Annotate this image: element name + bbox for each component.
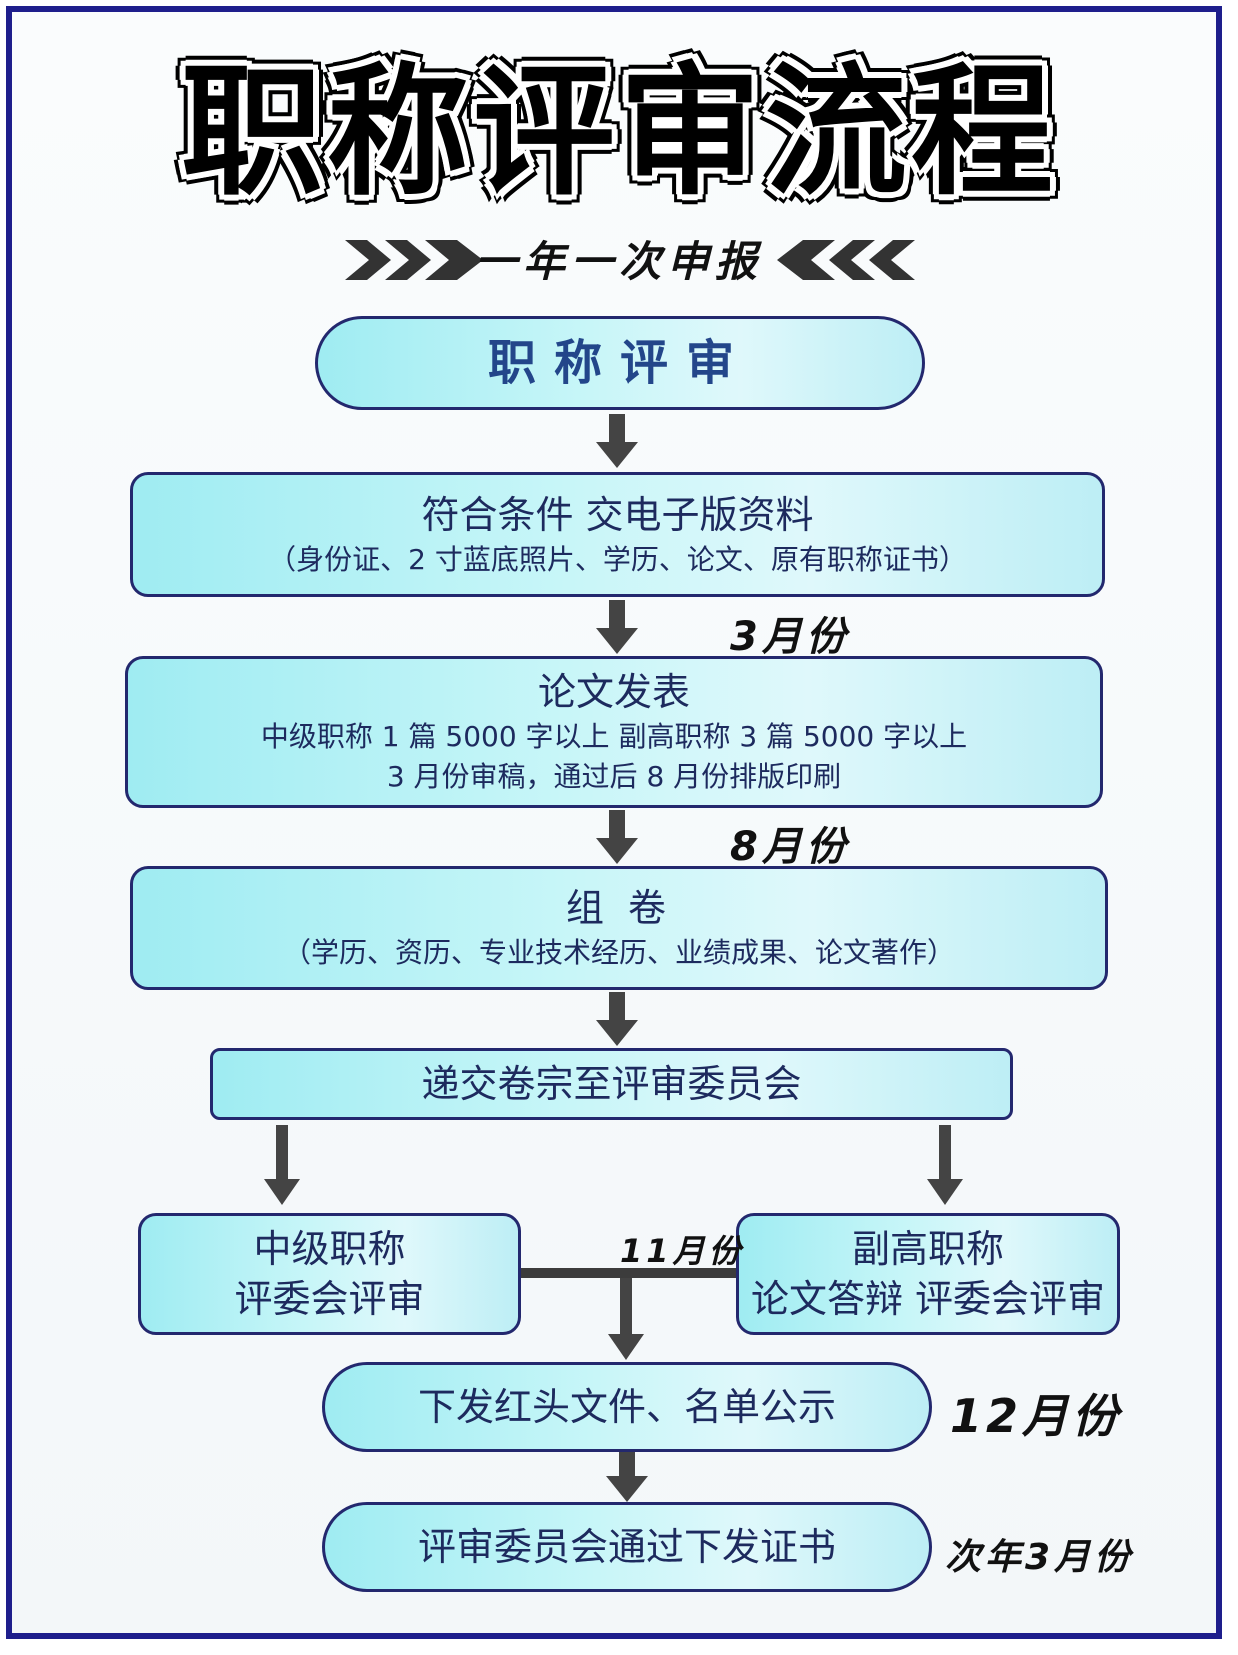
arrow-down-icon <box>927 1125 963 1205</box>
step-paper-publish: 论文发表 中级职称 1 篇 5000 字以上 副高职称 3 篇 5000 字以上… <box>125 656 1103 808</box>
step-issue-certificate-label: 评审委员会通过下发证书 <box>417 1525 836 1569</box>
chevron-left-icon <box>777 240 915 280</box>
step-paper-publish-detail: 中级职称 1 篇 5000 字以上 副高职称 3 篇 5000 字以上 <box>260 720 968 753</box>
step-submit-committee: 递交卷宗至评审委员会 <box>210 1048 1013 1120</box>
merge-connector <box>521 1268 736 1278</box>
arrow-down-icon <box>596 992 638 1046</box>
step-intermediate-review-line1: 中级职称 <box>253 1227 406 1271</box>
step-senior-review-line2: 论文答辩 评委会评审 <box>750 1277 1106 1321</box>
chevron-right-icon <box>345 240 483 280</box>
arrow-down-icon <box>608 1278 644 1360</box>
step-intermediate-review-line2: 评委会评审 <box>234 1277 425 1321</box>
month-label-next-march: 次年3月份 <box>945 1537 1135 1578</box>
step-compile-dossier-detail: （学历、资历、专业技术经历、业绩成果、论文著作） <box>282 936 955 969</box>
step-publish-notice-label: 下发红头文件、名单公示 <box>417 1385 836 1429</box>
arrow-down-icon <box>596 414 638 468</box>
step-submit-materials-label: 符合条件 交电子版资料 <box>421 492 814 537</box>
step-submit-committee-label: 递交卷宗至评审委员会 <box>421 1062 802 1106</box>
month-label-august: 8月份 <box>730 824 850 870</box>
subtitle: 一年一次申报 <box>474 237 763 286</box>
month-label-november: 11月份 <box>620 1232 745 1270</box>
step-title-review: 职称评审 <box>315 316 925 410</box>
step-compile-dossier-label: 组 卷 <box>565 886 673 930</box>
step-paper-publish-schedule: 3 月份审稿，通过后 8 月份排版印刷 <box>386 760 842 793</box>
month-label-december: 12月份 <box>950 1389 1123 1443</box>
arrow-down-icon <box>606 1452 648 1502</box>
step-issue-certificate: 评审委员会通过下发证书 <box>322 1502 932 1592</box>
step-senior-review: 副高职称 论文答辩 评委会评审 <box>736 1213 1120 1335</box>
arrow-down-icon <box>596 810 638 864</box>
step-submit-materials: 符合条件 交电子版资料 （身份证、2 寸蓝底照片、学历、论文、原有职称证书） <box>130 472 1105 597</box>
step-paper-publish-label: 论文发表 <box>537 670 690 714</box>
step-senior-review-line1: 副高职称 <box>851 1227 1004 1271</box>
step-compile-dossier: 组 卷 （学历、资历、专业技术经历、业绩成果、论文著作） <box>130 866 1108 990</box>
page-title: 职称评审流程 <box>181 50 1057 215</box>
arrow-down-icon <box>596 600 638 654</box>
step-title-review-label: 职称评审 <box>487 335 752 391</box>
step-intermediate-review: 中级职称 评委会评审 <box>138 1213 521 1335</box>
arrow-down-icon <box>264 1125 300 1205</box>
month-label-march: 3月份 <box>730 614 850 660</box>
step-publish-notice: 下发红头文件、名单公示 <box>322 1362 932 1452</box>
step-submit-materials-detail: （身份证、2 寸蓝底照片、学历、论文、原有职称证书） <box>268 542 967 576</box>
